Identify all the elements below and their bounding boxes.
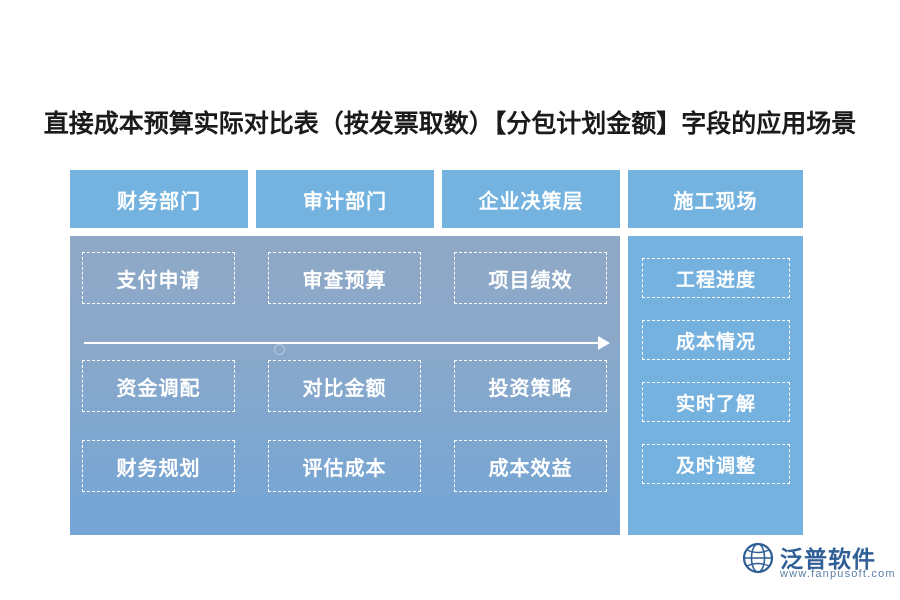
cell-fund-allocation[interactable]: 资金调配 xyxy=(82,360,235,412)
cell-project-progress[interactable]: 工程进度 xyxy=(642,258,790,298)
globe-icon xyxy=(742,542,774,574)
arrow-head-icon xyxy=(598,336,610,350)
cell-compare-amount[interactable]: 对比金额 xyxy=(268,360,421,412)
left-panel: 支付申请 审查预算 项目绩效 资金调配 对比金额 投资策略 财务规划 评估成本 … xyxy=(70,236,620,535)
header-cell-finance[interactable]: 财务部门 xyxy=(70,170,248,228)
marker-dot-icon xyxy=(274,344,285,355)
company-logo: 泛普软件 www.fanpusoft.com xyxy=(742,540,895,586)
cell-cost-status[interactable]: 成本情况 xyxy=(642,320,790,360)
cell-review-budget[interactable]: 审查预算 xyxy=(268,252,421,304)
header-cell-decision[interactable]: 企业决策层 xyxy=(442,170,620,228)
cell-investment-strategy[interactable]: 投资策略 xyxy=(454,360,607,412)
cell-financial-planning[interactable]: 财务规划 xyxy=(82,440,235,492)
header-cell-audit[interactable]: 审计部门 xyxy=(256,170,434,228)
diagram-container: 财务部门 审计部门 企业决策层 施工现场 支付申请 审查预算 项目绩效 资金调配… xyxy=(70,170,830,535)
cell-evaluate-cost[interactable]: 评估成本 xyxy=(268,440,421,492)
diagram-header-row: 财务部门 审计部门 企业决策层 施工现场 xyxy=(70,170,830,228)
header-cell-site[interactable]: 施工现场 xyxy=(628,170,803,228)
arrow-line xyxy=(84,342,600,344)
cell-payment-request[interactable]: 支付申请 xyxy=(82,252,235,304)
right-panel: 工程进度 成本情况 实时了解 及时调整 xyxy=(628,236,803,535)
page-title: 直接成本预算实际对比表（按发票取数）【分包计划金额】字段的应用场景 xyxy=(43,111,857,138)
cell-cost-benefit[interactable]: 成本效益 xyxy=(454,440,607,492)
cell-project-performance[interactable]: 项目绩效 xyxy=(454,252,607,304)
logo-name: 泛普软件 xyxy=(780,547,876,572)
cell-timely-adjustment[interactable]: 及时调整 xyxy=(642,444,790,484)
flow-arrow xyxy=(84,336,610,350)
cell-realtime-insight[interactable]: 实时了解 xyxy=(642,382,790,422)
logo-domain: www.fanpusoft.com xyxy=(780,568,896,580)
